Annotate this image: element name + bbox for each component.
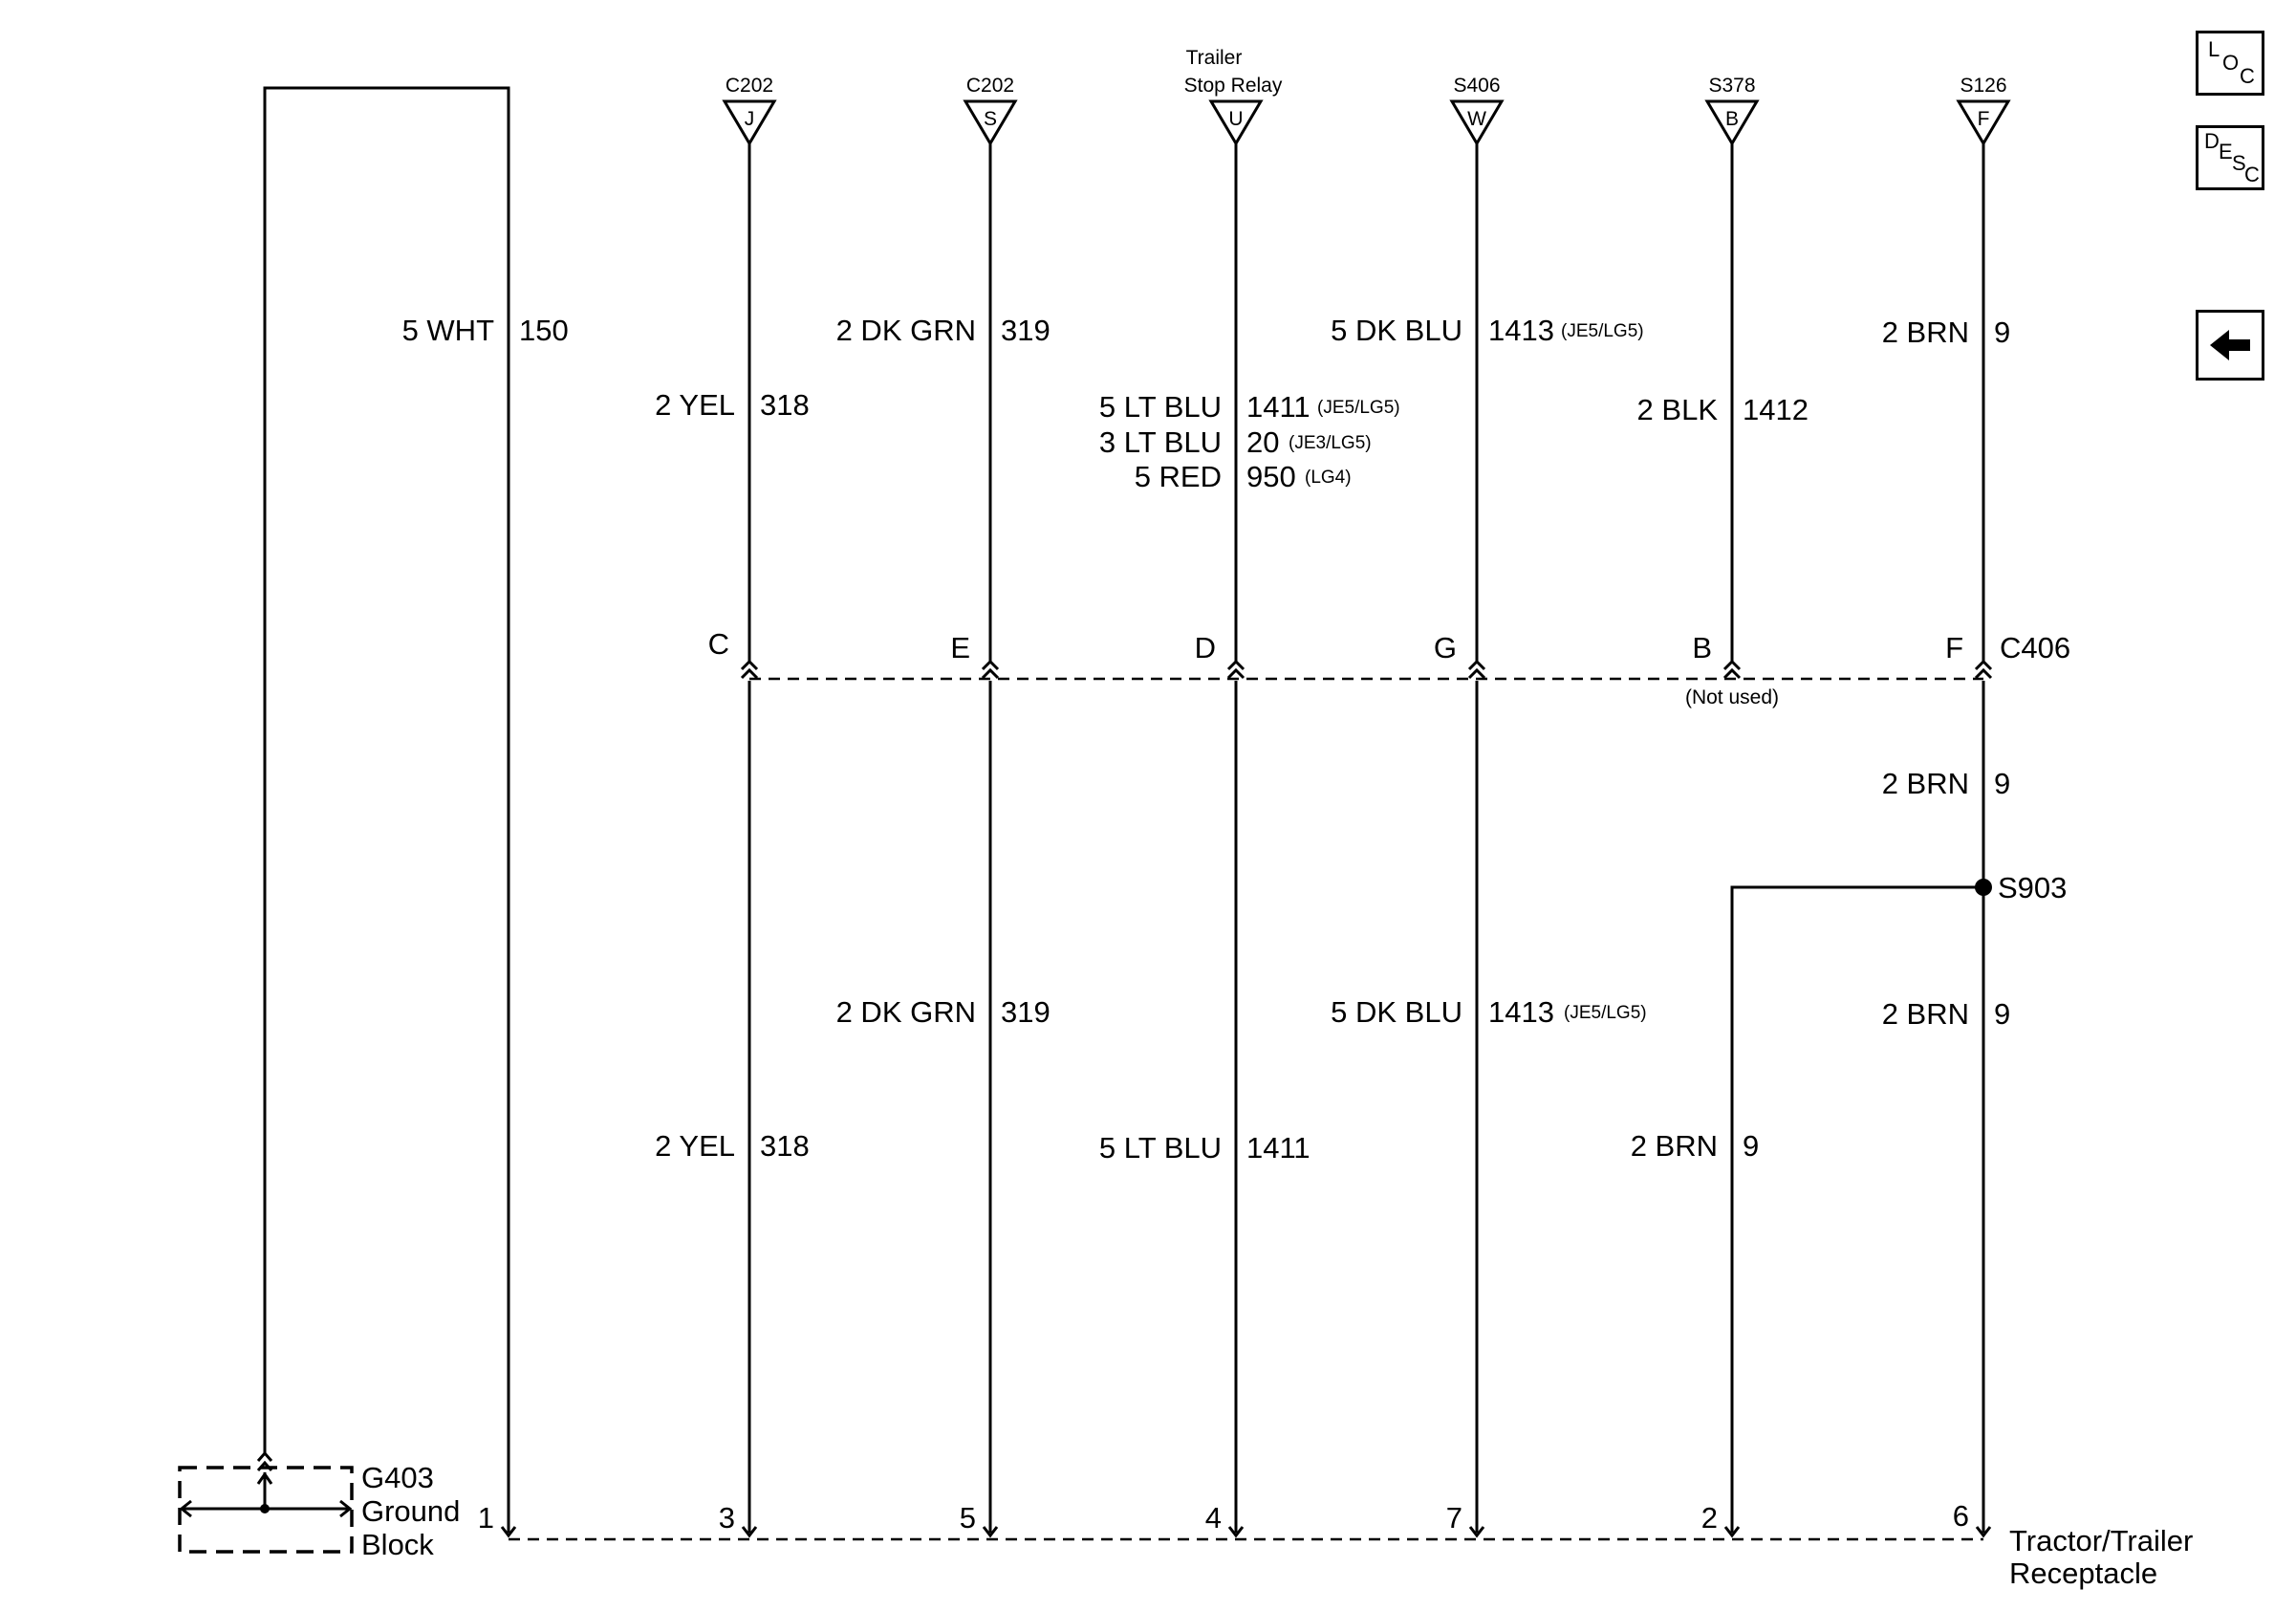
back-button[interactable]	[2196, 310, 2264, 381]
connector-s126-f: S126 F	[1956, 75, 2011, 146]
wire-318-upper-color: 2 YEL	[655, 388, 735, 422]
receptacle-label-line2: Receptacle	[2009, 1557, 2157, 1590]
wire-9-top-color: 2 BRN	[1882, 316, 1969, 349]
wire-9-lower-color: 2 BRN	[1882, 997, 1969, 1031]
splice-s903-dot	[1975, 879, 1992, 896]
connector-trailer-stop-relay-u: Trailer Stop Relay U	[1184, 47, 1283, 146]
wire-1411-upper-note: (JE5/LG5)	[1317, 398, 1400, 418]
desc-letter-e: E	[2219, 140, 2233, 163]
wire-950-circuit: 950	[1246, 460, 1296, 493]
wire-20-note: (JE3/LG5)	[1289, 433, 1372, 453]
wire-318-lower-color: 2 YEL	[655, 1129, 735, 1163]
wire-9-branch	[1730, 885, 1983, 1533]
desc-letter-s: S	[2232, 151, 2246, 175]
connector-c202-s: C202 S	[963, 75, 1018, 146]
wire-150-circuit: 150	[519, 314, 569, 347]
wire-1413-upper-note: (JE5/LG5)	[1561, 321, 1644, 341]
receptacle-label-line1: Tractor/Trailer	[2009, 1524, 2193, 1557]
wire-1411-lower-circuit: 1411	[1246, 1131, 1310, 1165]
connector-trailer-stop-relay-name2: Stop Relay	[1184, 75, 1283, 97]
connector-c406-chevrons	[740, 659, 1993, 680]
connector-s406-pin: W	[1467, 108, 1486, 130]
wire-1412-color: 2 BLK	[1637, 393, 1719, 426]
connector-s378-pin: B	[1725, 108, 1739, 130]
ground-block-g403	[178, 1450, 354, 1554]
receptacle-pin-6: 6	[1953, 1499, 1969, 1533]
wire-9-mid-color: 2 BRN	[1882, 767, 1969, 800]
wire-950-note: (LG4)	[1305, 468, 1352, 488]
wire-319-lower-circuit: 319	[1001, 995, 1051, 1029]
connector-c202-j-pin: J	[745, 108, 755, 130]
c406-pin-d: D	[1195, 631, 1216, 664]
desc-letter-c: C	[2244, 163, 2260, 186]
wire-9-lower-circuit: 9	[1994, 997, 2010, 1031]
connector-c406-label: C406	[2000, 631, 2070, 664]
ground-block-line2: Ground	[361, 1494, 460, 1528]
loc-letter-l: L	[2208, 37, 2220, 61]
receptacle-pin-2: 2	[1701, 1501, 1718, 1535]
splice-s903-label: S903	[1998, 871, 2067, 904]
c406-pin-b-not-used: (Not used)	[1685, 686, 1779, 708]
wire-20-circuit: 20	[1246, 425, 1279, 459]
connector-c202-j: C202 J	[722, 75, 777, 146]
receptacle-pin-3: 3	[719, 1501, 735, 1535]
wire-1412-circuit: 1412	[1743, 393, 1809, 426]
desc-button[interactable]: D E S C	[2196, 125, 2264, 190]
wire-20-color: 3 LT BLU	[1099, 425, 1222, 459]
back-arrow-icon	[2210, 330, 2250, 360]
wire-9-branch-circuit: 9	[1743, 1129, 1759, 1163]
connector-s406-name: S406	[1453, 75, 1500, 97]
wire-150	[263, 86, 517, 1538]
wire-319-upper-color: 2 DK GRN	[836, 314, 976, 347]
connector-s126-pin: F	[1978, 108, 1990, 130]
connector-s126-name: S126	[1960, 75, 2006, 97]
wire-1413-lower-note: (JE5/LG5)	[1564, 1003, 1647, 1023]
wire-319-upper-circuit: 319	[1001, 314, 1051, 347]
receptacle-arrows	[741, 1526, 1992, 1538]
wire-9-branch-color: 2 BRN	[1631, 1129, 1718, 1163]
loc-letter-o: O	[2222, 51, 2240, 75]
connector-c202-s-name: C202	[966, 75, 1014, 97]
wire-950-color: 5 RED	[1135, 460, 1222, 493]
wire-1411-upper-circuit: 1411	[1246, 390, 1310, 424]
wire-1413-upper-circuit: 1413	[1488, 314, 1554, 347]
connector-s378-name: S378	[1708, 75, 1755, 97]
wire-1411-lower-color: 5 LT BLU	[1099, 1131, 1222, 1165]
receptacle-pin-1: 1	[478, 1501, 494, 1535]
ground-block-line3: Block	[361, 1528, 434, 1561]
loc-letter-c: C	[2240, 64, 2255, 88]
ground-block-name: G403	[361, 1461, 434, 1494]
connector-s378-b: S378 B	[1704, 75, 1760, 146]
connector-c202-s-pin: S	[984, 108, 997, 130]
c406-pin-c: C	[708, 627, 729, 661]
c406-pin-g: G	[1434, 631, 1457, 664]
wire-1413-lower-color: 5 DK BLU	[1331, 995, 1462, 1029]
wire-9-top-circuit: 9	[1994, 316, 2010, 349]
connector-s406-w: S406 W	[1449, 75, 1505, 146]
wire-318-lower-circuit: 318	[760, 1129, 810, 1163]
wire-150-color: 5 WHT	[402, 314, 495, 347]
connector-c202-j-name: C202	[726, 75, 773, 97]
receptacle-pin-4: 4	[1205, 1501, 1222, 1535]
c406-pin-e: E	[950, 631, 970, 664]
wire-1411-upper-color: 5 LT BLU	[1099, 390, 1222, 424]
connector-trailer-stop-relay-pin: U	[1228, 108, 1243, 130]
loc-button[interactable]: L O C	[2196, 31, 2264, 96]
c406-pin-f: F	[1945, 631, 1963, 664]
c406-pin-b: B	[1692, 631, 1712, 664]
connector-trailer-stop-relay-name: Trailer	[1186, 47, 1243, 69]
receptacle-pin-7: 7	[1446, 1501, 1462, 1535]
wire-9-mid-circuit: 9	[1994, 767, 2010, 800]
wire-318-upper-circuit: 318	[760, 388, 810, 422]
wire-1413-upper-color: 5 DK BLU	[1331, 314, 1462, 347]
receptacle-pin-5: 5	[960, 1501, 976, 1535]
wire-1413-lower-circuit: 1413	[1488, 995, 1554, 1029]
desc-letter-d: D	[2204, 129, 2220, 153]
wire-319-lower-color: 2 DK GRN	[836, 995, 976, 1029]
